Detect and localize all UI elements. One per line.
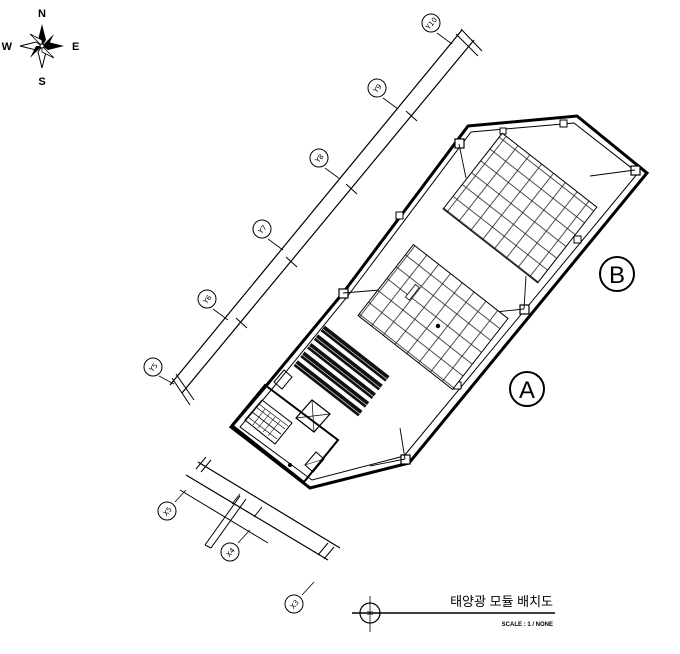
x-grid-labels: X5 X4 X3 (157, 489, 315, 614)
roof-drain-point (435, 323, 441, 329)
compass-north-label: N (38, 8, 46, 20)
compass-west-label: W (2, 41, 13, 53)
stair-core (230, 369, 340, 484)
area-label-b: B (599, 256, 635, 292)
pv-array-a (357, 243, 509, 391)
y-grid-labels: Y10 Y9 Y8 Y7 Y6 Y5 (143, 13, 453, 385)
svg-text:B: B (609, 262, 625, 289)
grid-label-y8: Y8 (309, 148, 341, 180)
grid-label-y10: Y10 (421, 13, 453, 45)
grid-label-y9: Y9 (367, 78, 399, 110)
x-grid-band (179, 456, 341, 561)
title-block: 3G 태양광 모듈 배치도 SCALE : 1 / NONE (352, 594, 555, 632)
building-outline (228, 114, 650, 490)
drawing-title: 태양광 모듈 배치도 (450, 594, 553, 609)
compass-south-label: S (38, 76, 45, 88)
compass-east-label: E (72, 41, 79, 53)
grid-label-x3: X3 (284, 581, 315, 614)
drawing-scale: SCALE : 1 / NONE (502, 622, 553, 628)
area-label-a: A (509, 371, 545, 407)
compass-rose-icon: N S E W (2, 8, 80, 88)
grid-label-x5: X5 (157, 489, 187, 521)
grid-label-x4: X4 (220, 529, 251, 562)
roof-hatch (404, 283, 420, 301)
y-grid-band (169, 28, 483, 406)
pv-array-b (442, 132, 598, 284)
grid-label-y5: Y5 (143, 357, 175, 385)
grid-label-y7: Y7 (252, 219, 284, 251)
grid-label-y6: Y6 (197, 289, 229, 321)
svg-text:A: A (519, 377, 535, 404)
equipment-units (293, 325, 390, 417)
